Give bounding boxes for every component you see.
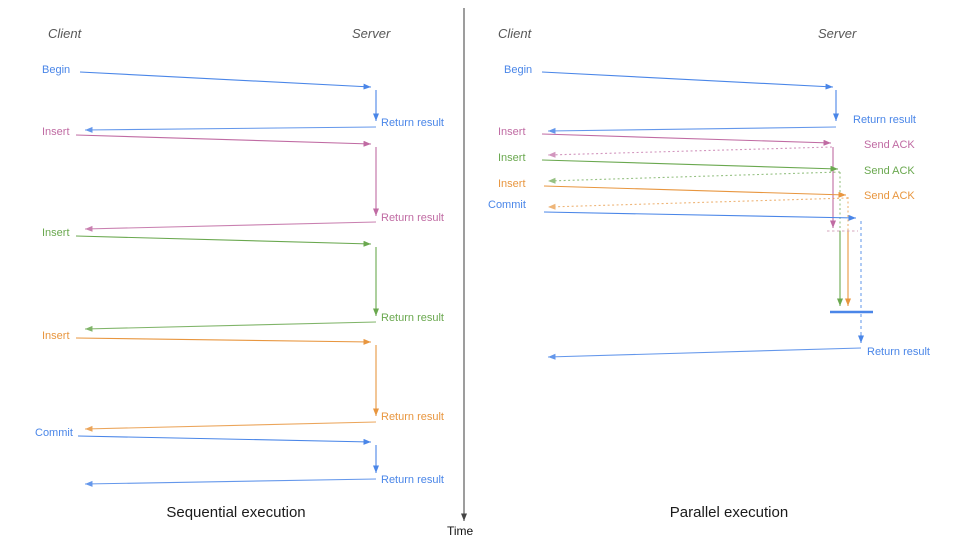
par-insert2-label: Insert <box>498 152 526 164</box>
seq-insert2-response-arrow <box>84 321 377 332</box>
par-insert2-request-arrow <box>541 159 839 172</box>
seq-insert2-return-label: Return result <box>381 312 444 324</box>
par-insert3-label: Insert <box>498 178 526 190</box>
seq-client-header: Client <box>48 26 82 41</box>
seq-commit-return-label: Return result <box>381 474 444 486</box>
seq-begin-request-arrow <box>79 71 372 90</box>
par-server-header: Server <box>818 26 857 41</box>
parallel-caption: Parallel execution <box>669 504 789 521</box>
seq-insert3-label: Insert <box>42 330 70 342</box>
par-insert2-ack-label: Send ACK <box>864 165 915 177</box>
parallel-insert3-lines <box>543 185 851 306</box>
seq-insert2-request-arrow <box>75 235 372 247</box>
par-commit-label: Commit <box>488 199 526 211</box>
parallel-begin-lines <box>541 71 839 134</box>
parallel-insert1-lines <box>541 133 836 228</box>
par-commit-return-label: Return result <box>867 346 930 358</box>
par-client-header: Client <box>498 26 532 41</box>
sequential-caption: Sequential execution <box>166 504 306 521</box>
par-begin-label: Begin <box>504 64 533 76</box>
seq-begin-response-arrow <box>84 126 377 133</box>
sequential-insert2-lines <box>75 235 379 332</box>
par-begin-response-arrow <box>547 126 837 134</box>
par-begin-return-label: Return result <box>853 114 916 126</box>
par-commit-response-arrow <box>547 347 862 360</box>
seq-server-header: Server <box>352 26 391 41</box>
seq-insert1-label: Insert <box>42 126 70 138</box>
par-insert1-request-arrow <box>541 133 832 146</box>
time-axis-label: Time <box>447 524 474 538</box>
seq-insert1-return-label: Return result <box>381 212 444 224</box>
seq-insert3-response-arrow <box>84 421 377 432</box>
seq-begin-return-label: Return result <box>381 117 444 129</box>
par-commit-request-arrow <box>543 211 857 221</box>
seq-commit-response-arrow <box>84 478 377 487</box>
sequential-insert3-lines <box>75 337 379 432</box>
seq-insert3-return-label: Return result <box>381 411 444 423</box>
par-insert1-ack-dotted-arrow <box>547 146 833 158</box>
seq-commit-label: Commit <box>35 427 73 439</box>
par-insert3-ack-dotted-arrow <box>547 197 849 210</box>
par-insert2-ack-dotted-arrow <box>547 171 841 184</box>
parallel-insert2-lines <box>541 159 843 306</box>
seq-insert3-request-arrow <box>75 337 372 345</box>
sequential-begin-lines <box>79 71 379 133</box>
seq-insert2-label: Insert <box>42 227 70 239</box>
seq-commit-request-arrow <box>77 435 372 445</box>
seq-insert1-request-arrow <box>75 134 372 147</box>
par-begin-request-arrow <box>541 71 834 90</box>
seq-insert1-response-arrow <box>84 221 377 232</box>
par-insert1-ack-label: Send ACK <box>864 139 915 151</box>
par-insert1-label: Insert <box>498 126 526 138</box>
parallel-commit-lines <box>543 211 873 360</box>
par-insert3-request-arrow <box>543 185 847 198</box>
seq-begin-label: Begin <box>42 64 71 76</box>
sequential-insert1-lines <box>75 134 379 232</box>
par-insert3-ack-label: Send ACK <box>864 190 915 202</box>
sequential-commit-lines <box>77 435 379 487</box>
